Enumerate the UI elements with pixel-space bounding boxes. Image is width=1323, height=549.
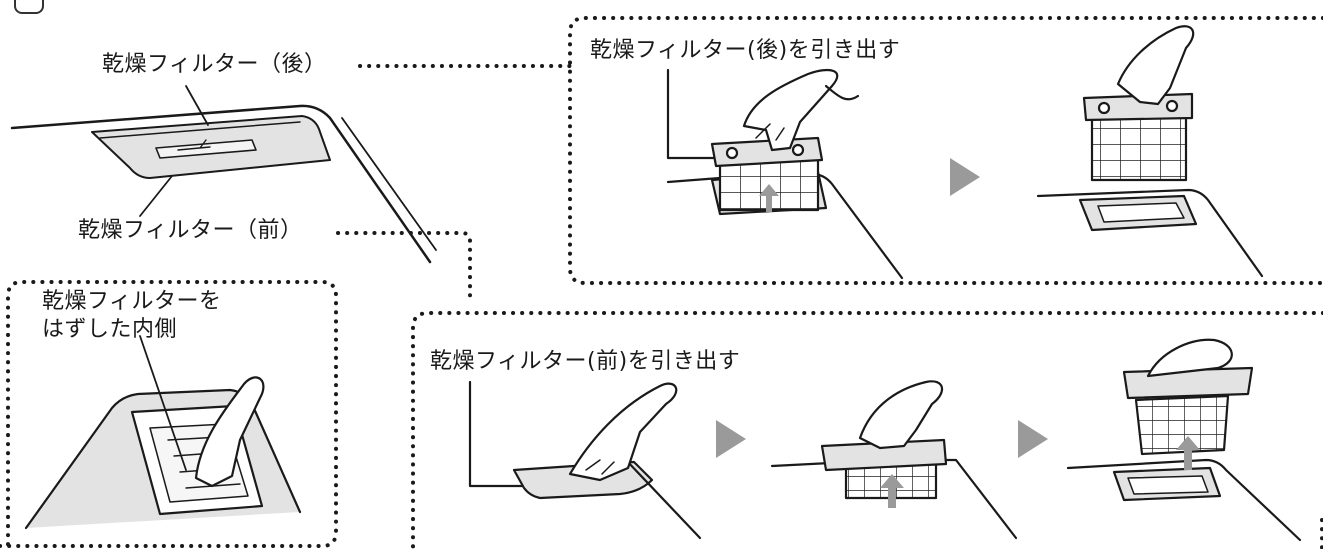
label-pull-rear: 乾燥フィルター(後)を引き出す xyxy=(590,38,901,63)
machine-overview xyxy=(10,85,437,264)
play-arrow-icon xyxy=(1018,420,1048,458)
dotted-frame-front xyxy=(336,231,1323,549)
play-arrow-icon xyxy=(950,158,980,196)
rear-step2 xyxy=(1036,25,1264,278)
label-inside-line1: 乾燥フィルターを xyxy=(42,289,222,314)
up-arrow-icon xyxy=(759,184,779,212)
label-filter-rear: 乾燥フィルター（後） xyxy=(102,52,327,77)
label-inside: 乾燥フィルターを はずした内側 xyxy=(42,288,222,344)
rear-step1 xyxy=(666,68,904,280)
label-pull-front: 乾燥フィルター(前)を引き出す xyxy=(430,349,741,374)
label-filter-front: 乾燥フィルター（前） xyxy=(78,218,303,243)
front-step1 xyxy=(468,380,702,540)
step-badge xyxy=(14,0,44,14)
up-arrow-icon xyxy=(880,474,904,508)
play-arrow-icon xyxy=(716,420,746,458)
inside-view xyxy=(24,335,302,530)
dotted-frame-rear xyxy=(358,16,1323,285)
dotted-frame-inside xyxy=(0,280,338,548)
up-arrow-icon xyxy=(1176,436,1200,470)
label-inside-line2: はずした内側 xyxy=(42,317,178,342)
front-step3 xyxy=(1066,338,1302,542)
front-step2 xyxy=(770,380,1018,540)
